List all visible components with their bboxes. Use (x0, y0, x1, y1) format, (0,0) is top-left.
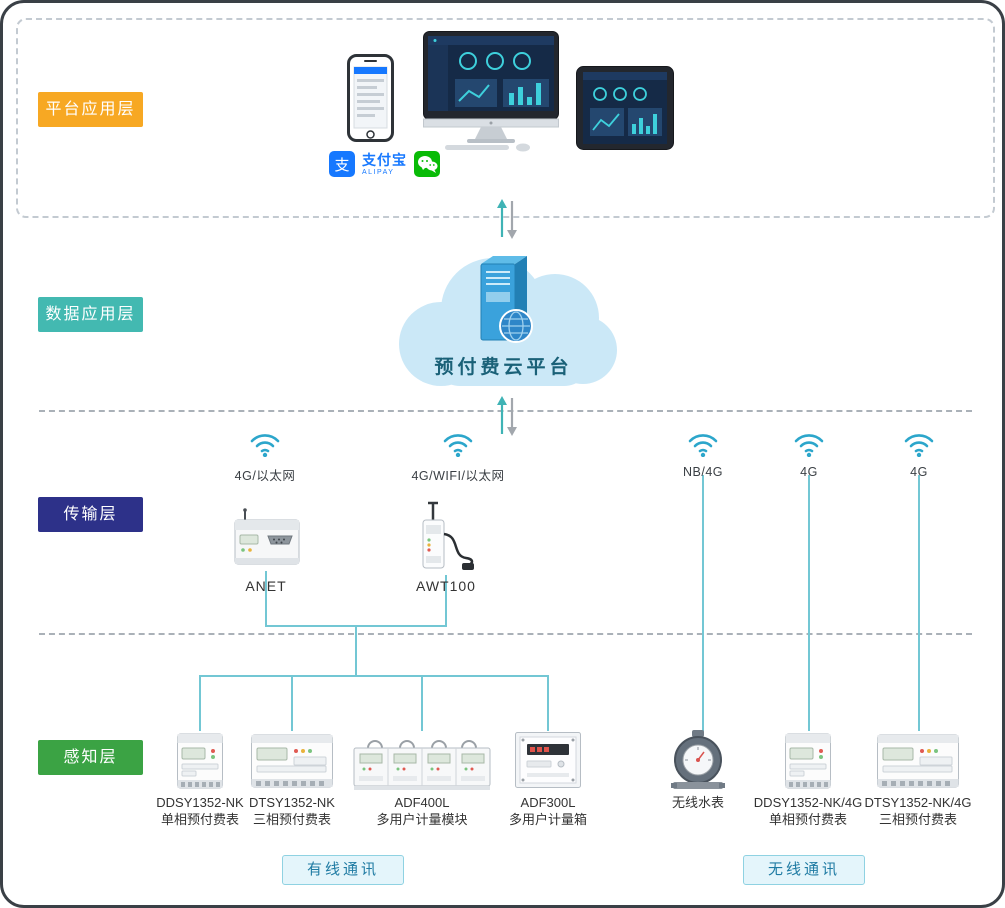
ddsy-meter-icon (177, 733, 223, 789)
device-desc: 多用户计量箱 (508, 812, 587, 827)
alipay-name: 支付宝 (362, 151, 407, 168)
payment-apps: 支 支付宝 ALIPAY (329, 151, 440, 177)
connector-line (445, 575, 447, 625)
device-label: ADF400L 多用户计量模块 (352, 794, 492, 828)
device-desc: 三相预付费表 (878, 812, 957, 827)
adf300l-box-icon (515, 732, 581, 788)
wifi-icon (443, 434, 473, 458)
connector-bus (199, 675, 549, 677)
connection-4g-wifi-ethernet: 4G/WIFI/以太网 (388, 430, 528, 484)
wireless-water-meter-icon (671, 730, 725, 789)
connector-line (702, 475, 704, 731)
layer-separator-2 (39, 633, 972, 635)
device-label: DTSY1352-NK 三相预付费表 (222, 794, 362, 828)
svg-text:支: 支 (334, 157, 349, 174)
device-desc: 三相预付费表 (252, 812, 331, 827)
connection-label: 4G/以太网 (234, 469, 296, 483)
awt100-label: AWT100 (416, 578, 476, 594)
cloud-shape (399, 256, 617, 386)
layer-separator-1 (39, 410, 972, 412)
connection-nb-4g: NB/4G (643, 430, 763, 479)
connection-label: 4G (800, 465, 818, 479)
anet-gateway-icon (234, 508, 300, 565)
wifi-icon (904, 434, 934, 458)
connection-label: 4G/WIFI/以太网 (411, 469, 505, 483)
connector-line (355, 625, 357, 675)
perception-layer-label: 感知层 (38, 740, 143, 775)
connector-line (918, 475, 920, 731)
connector-line (421, 675, 423, 731)
device-model: 无线水表 (671, 795, 724, 810)
alipay-icon: 支 (329, 151, 355, 177)
ddsy-4g-meter-icon (785, 733, 831, 789)
connector-line (547, 675, 549, 731)
connector-line (199, 675, 201, 731)
dtsy-4g-meter-icon (877, 734, 959, 788)
alipay-label: 支付宝 ALIPAY (362, 153, 407, 176)
cloud-server-icon (480, 256, 533, 343)
adf400l-module-icon (353, 740, 491, 790)
connector-line (265, 571, 267, 625)
device-model: DDSY1352-NK (156, 795, 244, 810)
connection-label: 4G (910, 465, 928, 479)
cloud-platform: 预付费云平台 (381, 240, 626, 397)
tablet-icon (576, 66, 674, 150)
data-layer-label: 数据应用层 (38, 297, 143, 332)
connection-4g-2: 4G (859, 430, 979, 479)
device-model: DTSY1352-NK (249, 795, 335, 810)
awt100-gateway-icon (422, 501, 474, 570)
connection-label: NB/4G (682, 465, 723, 479)
device-model: DDSY1352-NK/4G (753, 795, 863, 810)
device-desc: 单相预付费表 (160, 812, 239, 827)
data-exchange-arrows-bottom (497, 396, 517, 436)
wifi-icon (250, 434, 280, 458)
device-label: 无线水表 (628, 794, 768, 811)
transmission-layer-label: 传输层 (38, 497, 143, 532)
device-label: ADF300L 多用户计量箱 (478, 794, 618, 828)
connection-4g-ethernet: 4G/以太网 (205, 430, 325, 484)
anet-label: ANET (245, 578, 287, 594)
device-desc: 单相预付费表 (768, 812, 847, 827)
wireless-communication-badge: 无线通讯 (743, 855, 865, 885)
device-label: DDSY1352-NK 单相预付费表 (130, 794, 270, 828)
connector-line (291, 675, 293, 731)
device-model: DTSY1352-NK/4G (864, 795, 972, 810)
wifi-icon (794, 434, 824, 458)
wechat-icon (414, 151, 440, 177)
desktop-monitor-icon (423, 31, 559, 152)
dtsy-meter-icon (251, 734, 333, 788)
wired-communication-badge: 有线通讯 (282, 855, 404, 885)
device-label: DDSY1352-NK/4G 单相预付费表 (738, 794, 878, 828)
device-model: ADF300L (520, 795, 576, 810)
cloud-title: 预付费云平台 (434, 357, 573, 378)
platform-layer-label: 平台应用层 (38, 92, 143, 127)
connection-4g-1: 4G (749, 430, 869, 479)
smartphone-icon (347, 54, 394, 142)
device-label: DTSY1352-NK/4G 三相预付费表 (848, 794, 988, 828)
device-model: ADF400L (394, 795, 450, 810)
connector-line (808, 475, 810, 731)
data-exchange-arrows-top (497, 199, 517, 239)
device-desc: 多用户计量模块 (376, 812, 468, 827)
wifi-icon (688, 434, 718, 458)
alipay-subtitle: ALIPAY (362, 168, 395, 176)
platform-layer-box (16, 18, 995, 218)
